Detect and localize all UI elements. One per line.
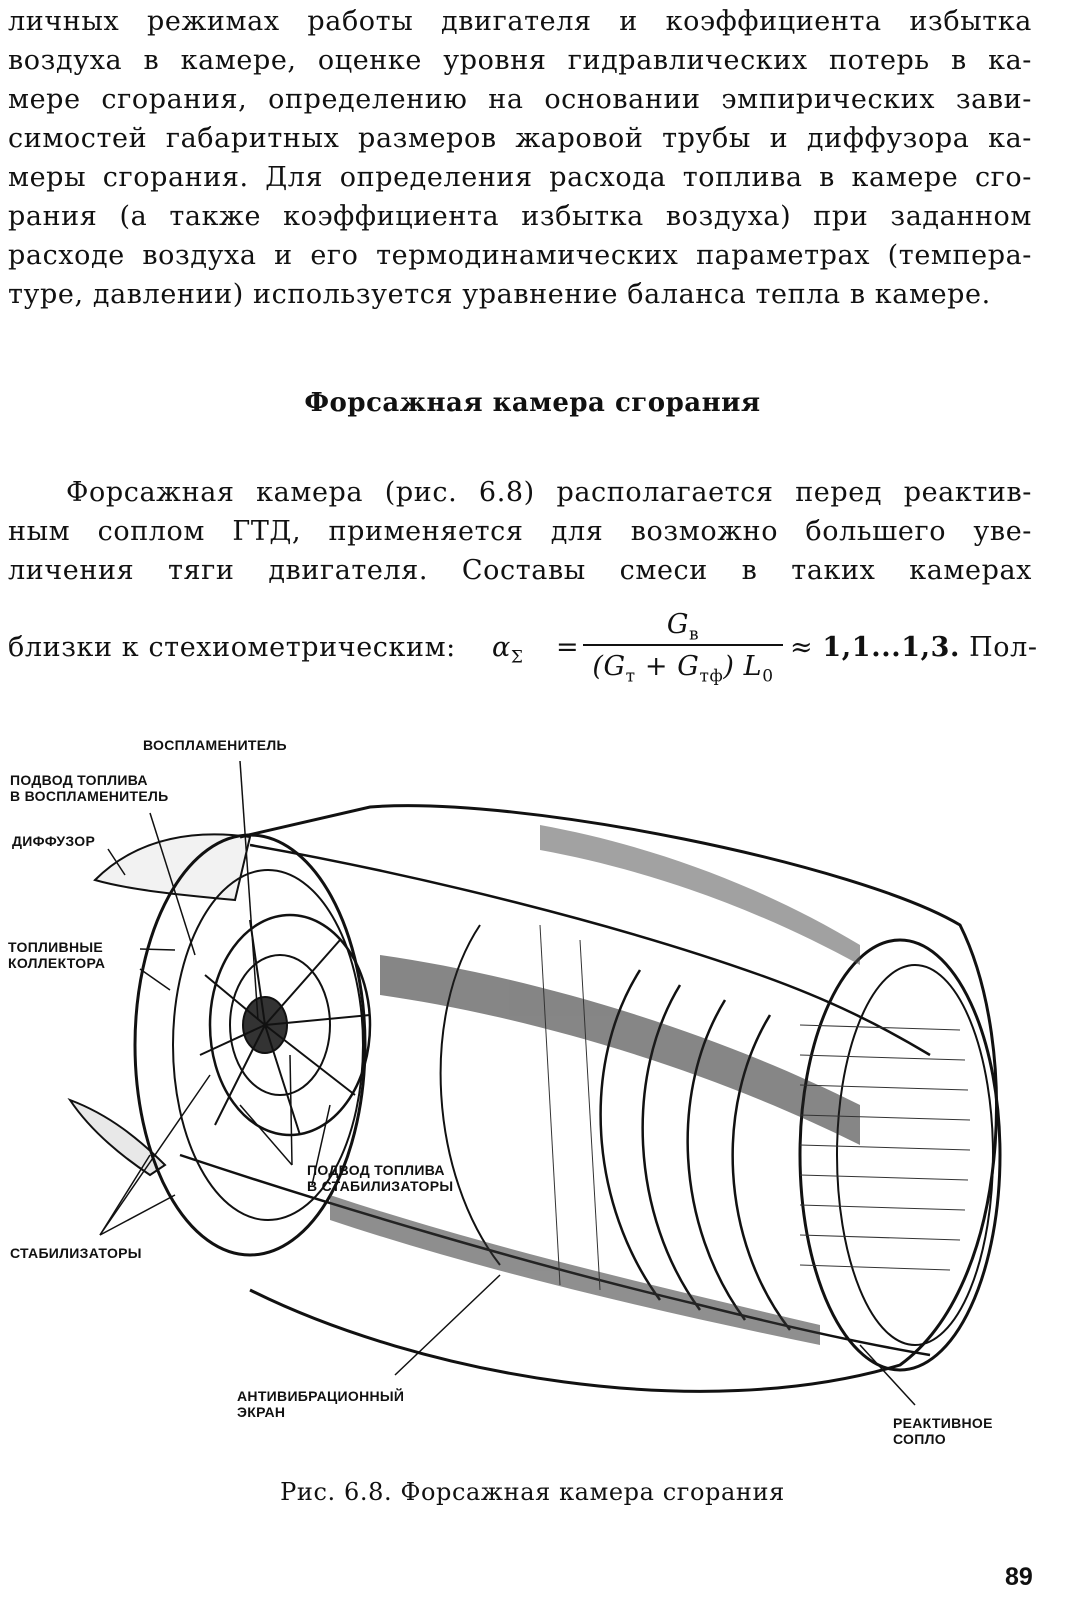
front-ring	[172, 869, 364, 1221]
den-sub: тф	[699, 666, 724, 687]
den-part: + G	[635, 651, 700, 682]
casing-outline	[239, 804, 998, 1393]
numerator-sub: в	[689, 624, 700, 645]
label-diffuser: ДИФФУЗОР	[12, 833, 96, 849]
text-line: меры сгорания. Для определения расхода т…	[8, 162, 1032, 193]
formula-line: близки к стехиометрическим: αΣ = Gв (Gт …	[8, 608, 1037, 688]
text-line: личных режимах работы двигателя и коэффи…	[8, 6, 1032, 37]
text-line: мере сгорания, определению на основании …	[8, 84, 1032, 115]
shading	[540, 825, 860, 965]
formula-alpha-sub: Σ	[510, 647, 524, 668]
label-fuel-manifolds: ТОПЛИВНЫЕ КОЛЛЕКТОРА	[8, 939, 106, 971]
casing-spine	[249, 843, 931, 1057]
leader-lines	[99, 760, 916, 1406]
den-part: (G	[592, 651, 626, 682]
formula-equals: =	[556, 632, 580, 663]
text-line: воздуха в камере, оценке уровня гидравли…	[8, 45, 1032, 76]
formula-prefix: близки к стехиометрическим:	[8, 632, 456, 663]
label-fuel-to-igniter: ПОДВОД ТОПЛИВА В ВОСПЛАМЕНИТЕЛЬ	[10, 772, 169, 804]
intro-paragraph: личных режимах работы двигателя и коэффи…	[8, 2, 1032, 314]
diffuser-cone	[93, 833, 252, 902]
label-jet-nozzle: РЕАКТИВНОЕ СОПЛО	[893, 1415, 993, 1447]
label-stabilizers: СТАБИЛИЗАТОРЫ	[10, 1245, 142, 1261]
figure-caption: Рис. 6.8. Форсажная камера сгорания	[280, 1478, 785, 1506]
formula-numerator: Gв	[583, 608, 783, 645]
text-line: расходе воздуха и его термодинамических …	[8, 240, 1032, 271]
den-sub: 0	[762, 666, 774, 687]
text-line: Форсажная камера (рис. 6.8) располагаетс…	[66, 477, 1032, 508]
section-ring	[686, 999, 747, 1321]
text-line: туре, давлении) используется уравнение б…	[8, 279, 991, 310]
section-ring	[439, 924, 501, 1266]
label-anti-vibration-screen: АНТИВИБРАЦИОННЫЙ ЭКРАН	[237, 1388, 405, 1420]
formula-lhs: αΣ	[492, 632, 523, 667]
approx-sign: ≈	[790, 632, 814, 663]
formula-range: 1,1...1,3.	[822, 632, 960, 663]
formula-denominator: (Gт + Gтф) L0	[583, 650, 783, 693]
front-ring	[133, 833, 367, 1257]
label-igniter: ВОСПЛАМЕНИТЕЛЬ	[143, 737, 287, 753]
formula-suffix: Пол-	[969, 632, 1038, 663]
label-fuel-to-stabilizers: ПОДВОД ТОПЛИВА В СТАБИЛИЗАТОРЫ	[307, 1162, 454, 1194]
hatching	[539, 924, 971, 1291]
afterburner-figure: ВОСПЛАМЕНИТЕЛЬ ПОДВОД ТОПЛИВА В ВОСПЛАМЕ…	[0, 725, 1065, 1485]
section-paragraph: Форсажная камера (рис. 6.8) располагаетс…	[8, 473, 1032, 590]
stabilizer-fin	[67, 1097, 167, 1177]
section-title: Форсажная камера сгорания	[304, 388, 761, 418]
text-line: симостей габаритных размеров жаровой тру…	[8, 123, 1032, 154]
text-line: ным соплом ГТД, применяется для возможно…	[8, 516, 1032, 547]
shading	[380, 955, 860, 1145]
shading	[330, 1195, 820, 1345]
nozzle-ring	[798, 938, 1002, 1372]
numerator-symbol: G	[666, 609, 689, 640]
formula-fraction: Gв (Gт + Gтф) L0	[583, 608, 783, 693]
page-number: 89	[1005, 1563, 1033, 1591]
stabilizer-spoke	[199, 919, 371, 1136]
text-line: личения тяги двигателя. Составы смеси в …	[8, 555, 1032, 586]
section-ring	[731, 1014, 791, 1331]
flame-holder-ring	[229, 954, 331, 1096]
text-line: рания (а также коэффициента избытка возд…	[8, 201, 1032, 232]
nozzle-ring	[836, 964, 994, 1346]
den-sub: т	[625, 666, 636, 687]
afterburner-drawing	[67, 760, 1002, 1406]
formula-alpha: α	[492, 632, 511, 663]
formula-result: ≈ 1,1...1,3. Пол-	[790, 632, 1038, 663]
den-part: ) L	[723, 651, 763, 682]
flame-holder-ring	[208, 913, 372, 1137]
fraction-bar	[583, 644, 783, 646]
